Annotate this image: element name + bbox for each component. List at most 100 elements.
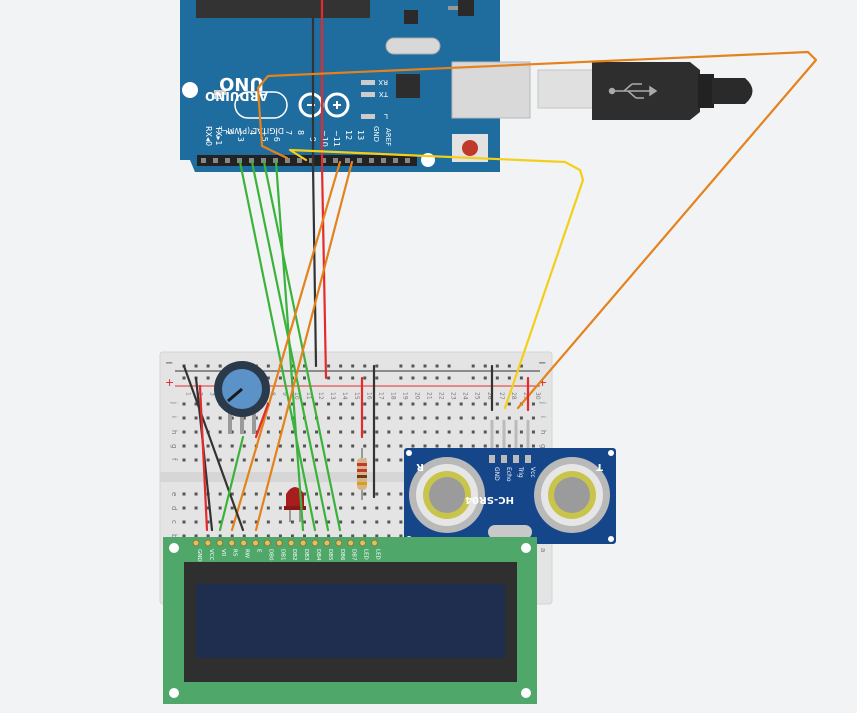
- breadboard-hole[interactable]: [266, 506, 270, 510]
- header-pin[interactable]: [321, 158, 326, 163]
- breadboard-hole[interactable]: [230, 534, 234, 538]
- rail-hole[interactable]: [194, 364, 198, 368]
- breadboard-hole[interactable]: [351, 520, 355, 524]
- breadboard-hole[interactable]: [206, 402, 210, 406]
- breadboard-hole[interactable]: [387, 520, 391, 524]
- breadboard-hole[interactable]: [266, 534, 270, 538]
- breadboard-hole[interactable]: [339, 416, 343, 420]
- breadboard-hole[interactable]: [303, 534, 306, 538]
- breadboard-hole[interactable]: [230, 458, 234, 462]
- rail-hole[interactable]: [495, 376, 499, 380]
- breadboard-hole[interactable]: [327, 416, 331, 420]
- header-pin[interactable]: [225, 158, 230, 163]
- rail-hole[interactable]: [423, 376, 427, 380]
- header-pin[interactable]: [249, 158, 254, 163]
- breadboard-hole[interactable]: [278, 430, 282, 434]
- lcd-pin[interactable]: [263, 539, 271, 547]
- lcd-pin[interactable]: [240, 539, 248, 547]
- breadboard-hole[interactable]: [242, 430, 246, 434]
- wire-green-1[interactable]: [238, 160, 317, 532]
- breadboard-hole[interactable]: [351, 534, 355, 538]
- breadboard-hole[interactable]: [435, 416, 439, 420]
- breadboard-hole[interactable]: [266, 458, 270, 462]
- breadboard-hole[interactable]: [447, 430, 451, 434]
- lcd-pin[interactable]: [204, 539, 212, 547]
- header-pin[interactable]: [261, 158, 266, 163]
- breadboard-hole[interactable]: [495, 430, 499, 434]
- wire-green-pot[interactable]: [218, 435, 245, 532]
- breadboard-hole[interactable]: [351, 492, 355, 496]
- breadboard-hole[interactable]: [218, 430, 222, 434]
- rail-hole[interactable]: [495, 364, 499, 368]
- rail-hole[interactable]: [351, 364, 355, 368]
- rail-hole[interactable]: [507, 364, 511, 368]
- header-pin[interactable]: [309, 158, 314, 163]
- lcd-pin[interactable]: [347, 539, 355, 547]
- breadboard-hole[interactable]: [206, 520, 210, 524]
- breadboard-hole[interactable]: [206, 506, 210, 510]
- breadboard-hole[interactable]: [387, 444, 391, 448]
- breadboard-hole[interactable]: [194, 520, 198, 524]
- wire-yellow-trig[interactable]: [288, 148, 585, 410]
- breadboard-hole[interactable]: [459, 416, 463, 420]
- lcd-pin[interactable]: [323, 539, 331, 547]
- rail-hole[interactable]: [399, 364, 403, 368]
- rail-hole[interactable]: [483, 376, 487, 380]
- wires[interactable]: [182, 0, 818, 532]
- lcd-pin[interactable]: [228, 539, 236, 547]
- breadboard-hole[interactable]: [375, 458, 379, 462]
- breadboard-hole[interactable]: [531, 402, 535, 406]
- breadboard-hole[interactable]: [519, 430, 523, 434]
- breadboard-hole[interactable]: [206, 416, 210, 420]
- breadboard-hole[interactable]: [327, 534, 331, 538]
- breadboard-hole[interactable]: [327, 458, 331, 462]
- breadboard-hole[interactable]: [266, 444, 270, 448]
- breadboard-hole[interactable]: [423, 444, 427, 448]
- breadboard-hole[interactable]: [303, 444, 306, 448]
- rail-hole[interactable]: [303, 364, 306, 368]
- breadboard-hole[interactable]: [387, 458, 391, 462]
- breadboard-hole[interactable]: [242, 520, 246, 524]
- breadboard-hole[interactable]: [290, 520, 294, 524]
- breadboard-hole[interactable]: [531, 430, 535, 434]
- breadboard-hole[interactable]: [315, 534, 319, 538]
- breadboard-hole[interactable]: [182, 444, 186, 448]
- header-pin[interactable]: [237, 158, 242, 163]
- breadboard-hole[interactable]: [363, 520, 367, 524]
- rail-hole[interactable]: [507, 376, 511, 380]
- rail-hole[interactable]: [327, 364, 331, 368]
- lcd-pin[interactable]: [275, 539, 283, 547]
- breadboard-hole[interactable]: [182, 520, 186, 524]
- breadboard-hole[interactable]: [194, 534, 198, 538]
- breadboard-hole[interactable]: [254, 458, 258, 462]
- breadboard-hole[interactable]: [218, 444, 222, 448]
- resistor-icon[interactable]: [357, 448, 367, 500]
- rail-hole[interactable]: [351, 376, 355, 380]
- rail-hole[interactable]: [447, 364, 451, 368]
- breadboard-hole[interactable]: [315, 402, 319, 406]
- breadboard-hole[interactable]: [242, 534, 246, 538]
- breadboard-hole[interactable]: [303, 402, 306, 406]
- breadboard-hole[interactable]: [483, 444, 487, 448]
- breadboard-hole[interactable]: [315, 430, 319, 434]
- wire-green-4[interactable]: [274, 160, 305, 532]
- breadboard-hole[interactable]: [399, 458, 403, 462]
- breadboard-hole[interactable]: [182, 506, 186, 510]
- breadboard-hole[interactable]: [399, 492, 403, 496]
- breadboard-hole[interactable]: [339, 506, 343, 510]
- breadboard-hole[interactable]: [315, 458, 319, 462]
- breadboard-hole[interactable]: [182, 402, 186, 406]
- wire-black-gnd[interactable]: [311, 0, 318, 368]
- breadboard-hole[interactable]: [387, 416, 391, 420]
- lcd-pin[interactable]: [252, 539, 259, 547]
- breadboard-hole[interactable]: [278, 444, 282, 448]
- rail-hole[interactable]: [519, 364, 523, 368]
- header-pin[interactable]: [273, 158, 278, 163]
- breadboard-hole[interactable]: [351, 444, 355, 448]
- breadboard-hole[interactable]: [339, 492, 343, 496]
- header-pin[interactable]: [345, 158, 350, 163]
- breadboard-hole[interactable]: [182, 430, 186, 434]
- breadboard-hole[interactable]: [218, 534, 222, 538]
- breadboard-hole[interactable]: [507, 444, 511, 448]
